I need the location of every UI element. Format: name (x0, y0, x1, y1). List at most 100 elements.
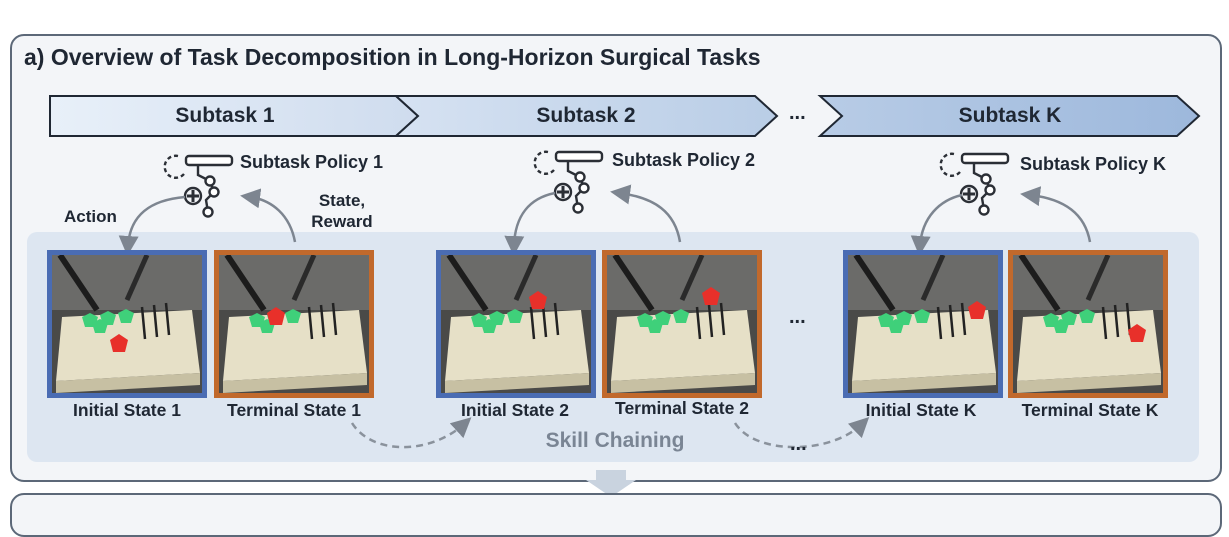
green-peg (92, 319, 108, 333)
instrument-left (446, 255, 489, 312)
metal-post (152, 304, 159, 338)
terminal-state-2-image (602, 250, 762, 398)
red-block (110, 334, 128, 352)
green-peg (1079, 309, 1095, 323)
subtask-k-label: Subtask K (958, 104, 1062, 127)
metal-post (307, 306, 314, 340)
peg-board-edge (223, 373, 367, 393)
metal-post (719, 302, 726, 336)
peg-board-edge (56, 373, 200, 393)
metal-post (164, 302, 171, 336)
policy-label-2: Subtask Policy 2 (612, 150, 756, 170)
peg-board-edge (445, 373, 589, 393)
initial-state-k-label: Initial State K (865, 400, 977, 420)
scene-wall (219, 255, 369, 310)
instrument-left (853, 255, 896, 312)
instrument-right (920, 255, 946, 302)
initial-state-2-image (436, 250, 596, 398)
instrument-right (291, 255, 317, 302)
scene-wall (1013, 255, 1163, 310)
metal-post (948, 304, 955, 338)
robot-arm-icon (163, 154, 234, 218)
subtask-2-label: Subtask 2 (536, 104, 636, 127)
scene-wall (607, 255, 757, 310)
state-arrow-1 (240, 188, 297, 243)
red-block (1128, 324, 1146, 342)
scene-wall (441, 255, 591, 310)
peg-board (1017, 310, 1161, 381)
down-arrow (586, 470, 636, 497)
chain-arrow-1 (350, 417, 472, 449)
terminal-state-1-image (214, 250, 374, 398)
initial-state-1-label: Initial State 1 (73, 400, 181, 420)
red-block (529, 291, 547, 309)
metal-post (541, 304, 548, 338)
state-arrow-2 (610, 184, 682, 243)
terminal-state-k-label: Terminal State K (1021, 400, 1159, 420)
instrument-left (57, 255, 100, 312)
instrument-left (1018, 255, 1061, 312)
state-reward-label: State, Reward (302, 190, 382, 232)
peg-board-edge (611, 373, 755, 393)
green-peg (1053, 319, 1069, 333)
initial-state-2-label: Initial State 2 (461, 400, 569, 420)
metal-post (140, 306, 147, 340)
robot-arm-icon (939, 152, 1010, 216)
subtask-1-label: Subtask 1 (175, 104, 275, 127)
state-reward-line-1: State, (318, 191, 366, 210)
state-ellipsis: ... (789, 306, 806, 328)
skill-chaining-label: Skill Chaining (545, 429, 685, 452)
action-arrow-1 (118, 195, 186, 256)
metal-post (553, 302, 560, 336)
initial-state-k-image (843, 250, 1003, 398)
green-peg (647, 319, 663, 333)
action-label: Action (64, 207, 117, 226)
initial-state-1-image (47, 250, 207, 398)
peg-board-edge (852, 373, 996, 393)
green-peg (673, 309, 689, 323)
instrument-right (1085, 255, 1111, 302)
green-peg (481, 319, 497, 333)
instrument-right (124, 255, 150, 302)
subtask-banner (49, 95, 1201, 137)
peg-board (611, 310, 755, 381)
scene-wall (848, 255, 998, 310)
instrument-right (513, 255, 539, 302)
metal-post (1113, 304, 1120, 338)
terminal-state-2-label: Terminal State 2 (615, 398, 749, 418)
action-arrow-2 (504, 191, 556, 256)
metal-post (707, 304, 714, 338)
subtask-2-chevron (393, 95, 779, 137)
peg-board (223, 310, 367, 381)
terminal-state-k-image (1008, 250, 1168, 398)
metal-post (529, 306, 536, 340)
chain-ellipsis: ... (790, 433, 807, 455)
green-peg (118, 309, 134, 323)
panel-title: a) Overview of Task Decomposition in Lon… (24, 44, 761, 70)
peg-board (445, 310, 589, 381)
instrument-right (679, 255, 705, 302)
green-peg (507, 309, 523, 323)
policy-label-1: Subtask Policy 1 (240, 152, 384, 172)
state-reward-line-2: Reward (311, 212, 373, 231)
peg-board-edge (1017, 373, 1161, 393)
instrument-left (612, 255, 655, 312)
subtask-ellipsis: ... (789, 102, 806, 124)
peg-board (56, 310, 200, 381)
instrument-left (224, 255, 267, 312)
subtask-k-chevron (817, 95, 1201, 137)
action-arrow-k (910, 193, 963, 256)
red-block (702, 287, 720, 305)
red-block (267, 307, 285, 325)
green-peg (914, 309, 930, 323)
metal-post (319, 304, 326, 338)
next-panel (10, 493, 1222, 537)
metal-post (695, 306, 702, 340)
policy-label-k: Subtask Policy K (1020, 154, 1167, 174)
metal-post (331, 302, 338, 336)
terminal-state-1-label: Terminal State 1 (227, 400, 361, 420)
green-peg (285, 309, 301, 323)
metal-post (936, 306, 943, 340)
scene-wall (52, 255, 202, 310)
peg-board (852, 310, 996, 381)
